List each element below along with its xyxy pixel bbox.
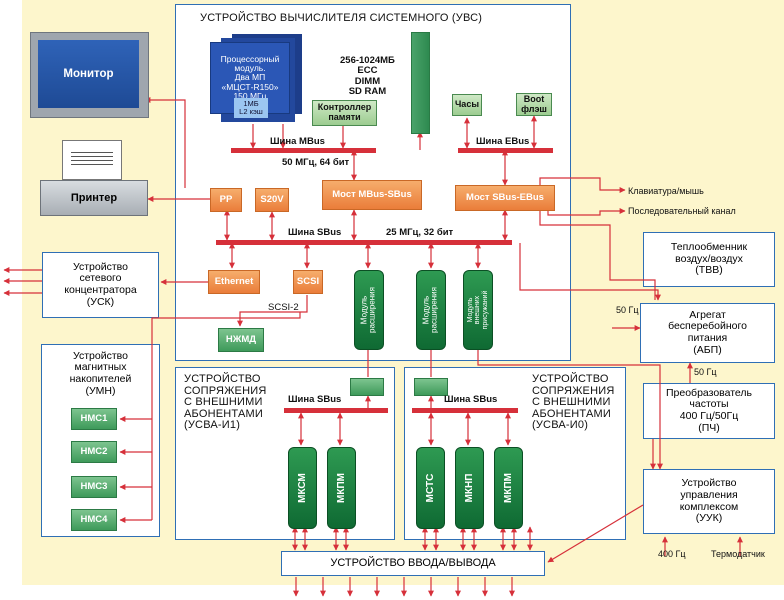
uvs-title: УСТРОЙСТВО ВЫЧИСЛИТЕЛЯ СИСТЕМНОГО (УВС) <box>200 12 483 24</box>
sbus-label: Шина SBus <box>288 227 342 238</box>
expansion-module-2-label: Модуль расширения <box>421 287 439 333</box>
sbus-speed: 25 МГц, 32 бит <box>386 227 454 238</box>
bridge-mbus-sbus: Мост MBus-SBus <box>322 180 422 210</box>
mstc-module: МСТС <box>416 447 445 529</box>
s20v-module: S20V <box>255 188 289 212</box>
usva-i1-title: УСТРОЙСТВО СОПРЯЖЕНИЯ С ВНЕШНИМИ АБОНЕНТ… <box>184 373 267 432</box>
monitor-screen: Монитор <box>38 40 139 108</box>
memory-controller: Контроллер памяти <box>312 100 377 126</box>
io-box: УСТРОЙСТВО ВВОДА/ВЫВОДА <box>281 551 545 576</box>
pp-module: PP <box>210 188 242 212</box>
hz50-label-b: 50 Гц <box>694 367 717 377</box>
nms3-module: НМС3 <box>71 476 117 498</box>
memory-module <box>411 32 430 134</box>
nms1-module: НМС1 <box>71 408 117 430</box>
ebus-line <box>458 148 553 153</box>
mbus-label: Шина MBus <box>270 136 325 147</box>
usva-i0-sbus-line <box>412 408 518 413</box>
usva-i0-sbus-label: Шина SBus <box>444 394 498 405</box>
hz50-label-a: 50 Гц <box>616 305 639 315</box>
external-module-label: Модуль внешних присужаний <box>466 290 489 330</box>
tvv-box: Теплообменник воздух/воздух (ТВВ) <box>643 232 775 287</box>
mknp-module: МКНП <box>455 447 484 529</box>
ethernet-module: Ethernet <box>208 270 260 294</box>
clock-module: Часы <box>452 94 482 116</box>
keyboard-mouse-label: Клавиатура/мышь <box>628 186 704 196</box>
expansion-module-1-label: Модуль расширения <box>359 287 377 333</box>
uuk-box: Устройство управления комплексом (УУК) <box>643 469 775 534</box>
expansion-module-1: Модуль расширения <box>354 270 384 350</box>
scsi-module: SCSI <box>293 270 323 294</box>
printer-body: Принтер <box>40 180 148 216</box>
bridge-sbus-ebus: Мост SBus-EBus <box>455 185 555 211</box>
thermo-sensor-label: Термодатчик <box>711 549 765 559</box>
mkpm-2-label: МКПМ <box>502 473 514 503</box>
umn-box <box>41 344 160 537</box>
memory-label: 256-1024МБ ECC DIMM SD RAM <box>340 55 395 98</box>
printer-paper-lines <box>71 149 113 167</box>
mbus-speed: 50 МГц, 64 бит <box>282 157 350 168</box>
expansion-module-2: Модуль расширения <box>416 270 446 350</box>
hz400-label: 400 Гц <box>658 549 686 559</box>
scsi2-label: SCSI-2 <box>268 302 299 313</box>
nms2-module: НМС2 <box>71 441 117 463</box>
mbus-line <box>231 148 376 153</box>
mksm-module: МКСМ <box>288 447 317 529</box>
mkpm-module-2: МКПМ <box>494 447 523 529</box>
usva-i1-connector <box>350 378 384 396</box>
usk-box: Устройство сетевого концентратора (УСК) <box>42 252 159 318</box>
usva-i1-sbus-label: Шина SBus <box>288 394 342 405</box>
processor-module: Процессорный модуль. Два МП «МЦСТ-R150» … <box>210 42 290 114</box>
ebus-label: Шина EBus <box>476 136 530 147</box>
mknp-label: МКНП <box>463 473 475 503</box>
mkpm-1-label: МКПМ <box>335 473 347 503</box>
serial-channel-label: Последовательный канал <box>628 206 736 216</box>
sbus-line <box>216 240 512 245</box>
mstc-label: МСТС <box>424 473 436 503</box>
abp-box: Агрегат бесперебойного питания (АБП) <box>640 303 775 363</box>
printer-paper <box>62 140 122 180</box>
umn-title: Устройство магнитных накопителей (УМН) <box>69 349 132 397</box>
pch-box: Преобразователь частоты 400 Гц/50Гц (ПЧ) <box>643 383 775 439</box>
boot-flash-module: Boot флэш <box>516 93 552 116</box>
usva-i1-sbus-line <box>284 408 388 413</box>
external-module: Модуль внешних присужаний <box>463 270 493 350</box>
usva-i0-title: УСТРОЙСТВО СОПРЯЖЕНИЯ С ВНЕШНИМИ АБОНЕНТ… <box>532 373 615 432</box>
nzhmd-module: НЖМД <box>218 328 264 352</box>
mksm-label: МКСМ <box>296 473 308 503</box>
usva-i0-connector <box>414 378 448 396</box>
l2-cache: 1МБ L2 кэш <box>234 98 268 118</box>
nms4-module: НМС4 <box>71 509 117 531</box>
mkpm-module-1: МКПМ <box>327 447 356 529</box>
